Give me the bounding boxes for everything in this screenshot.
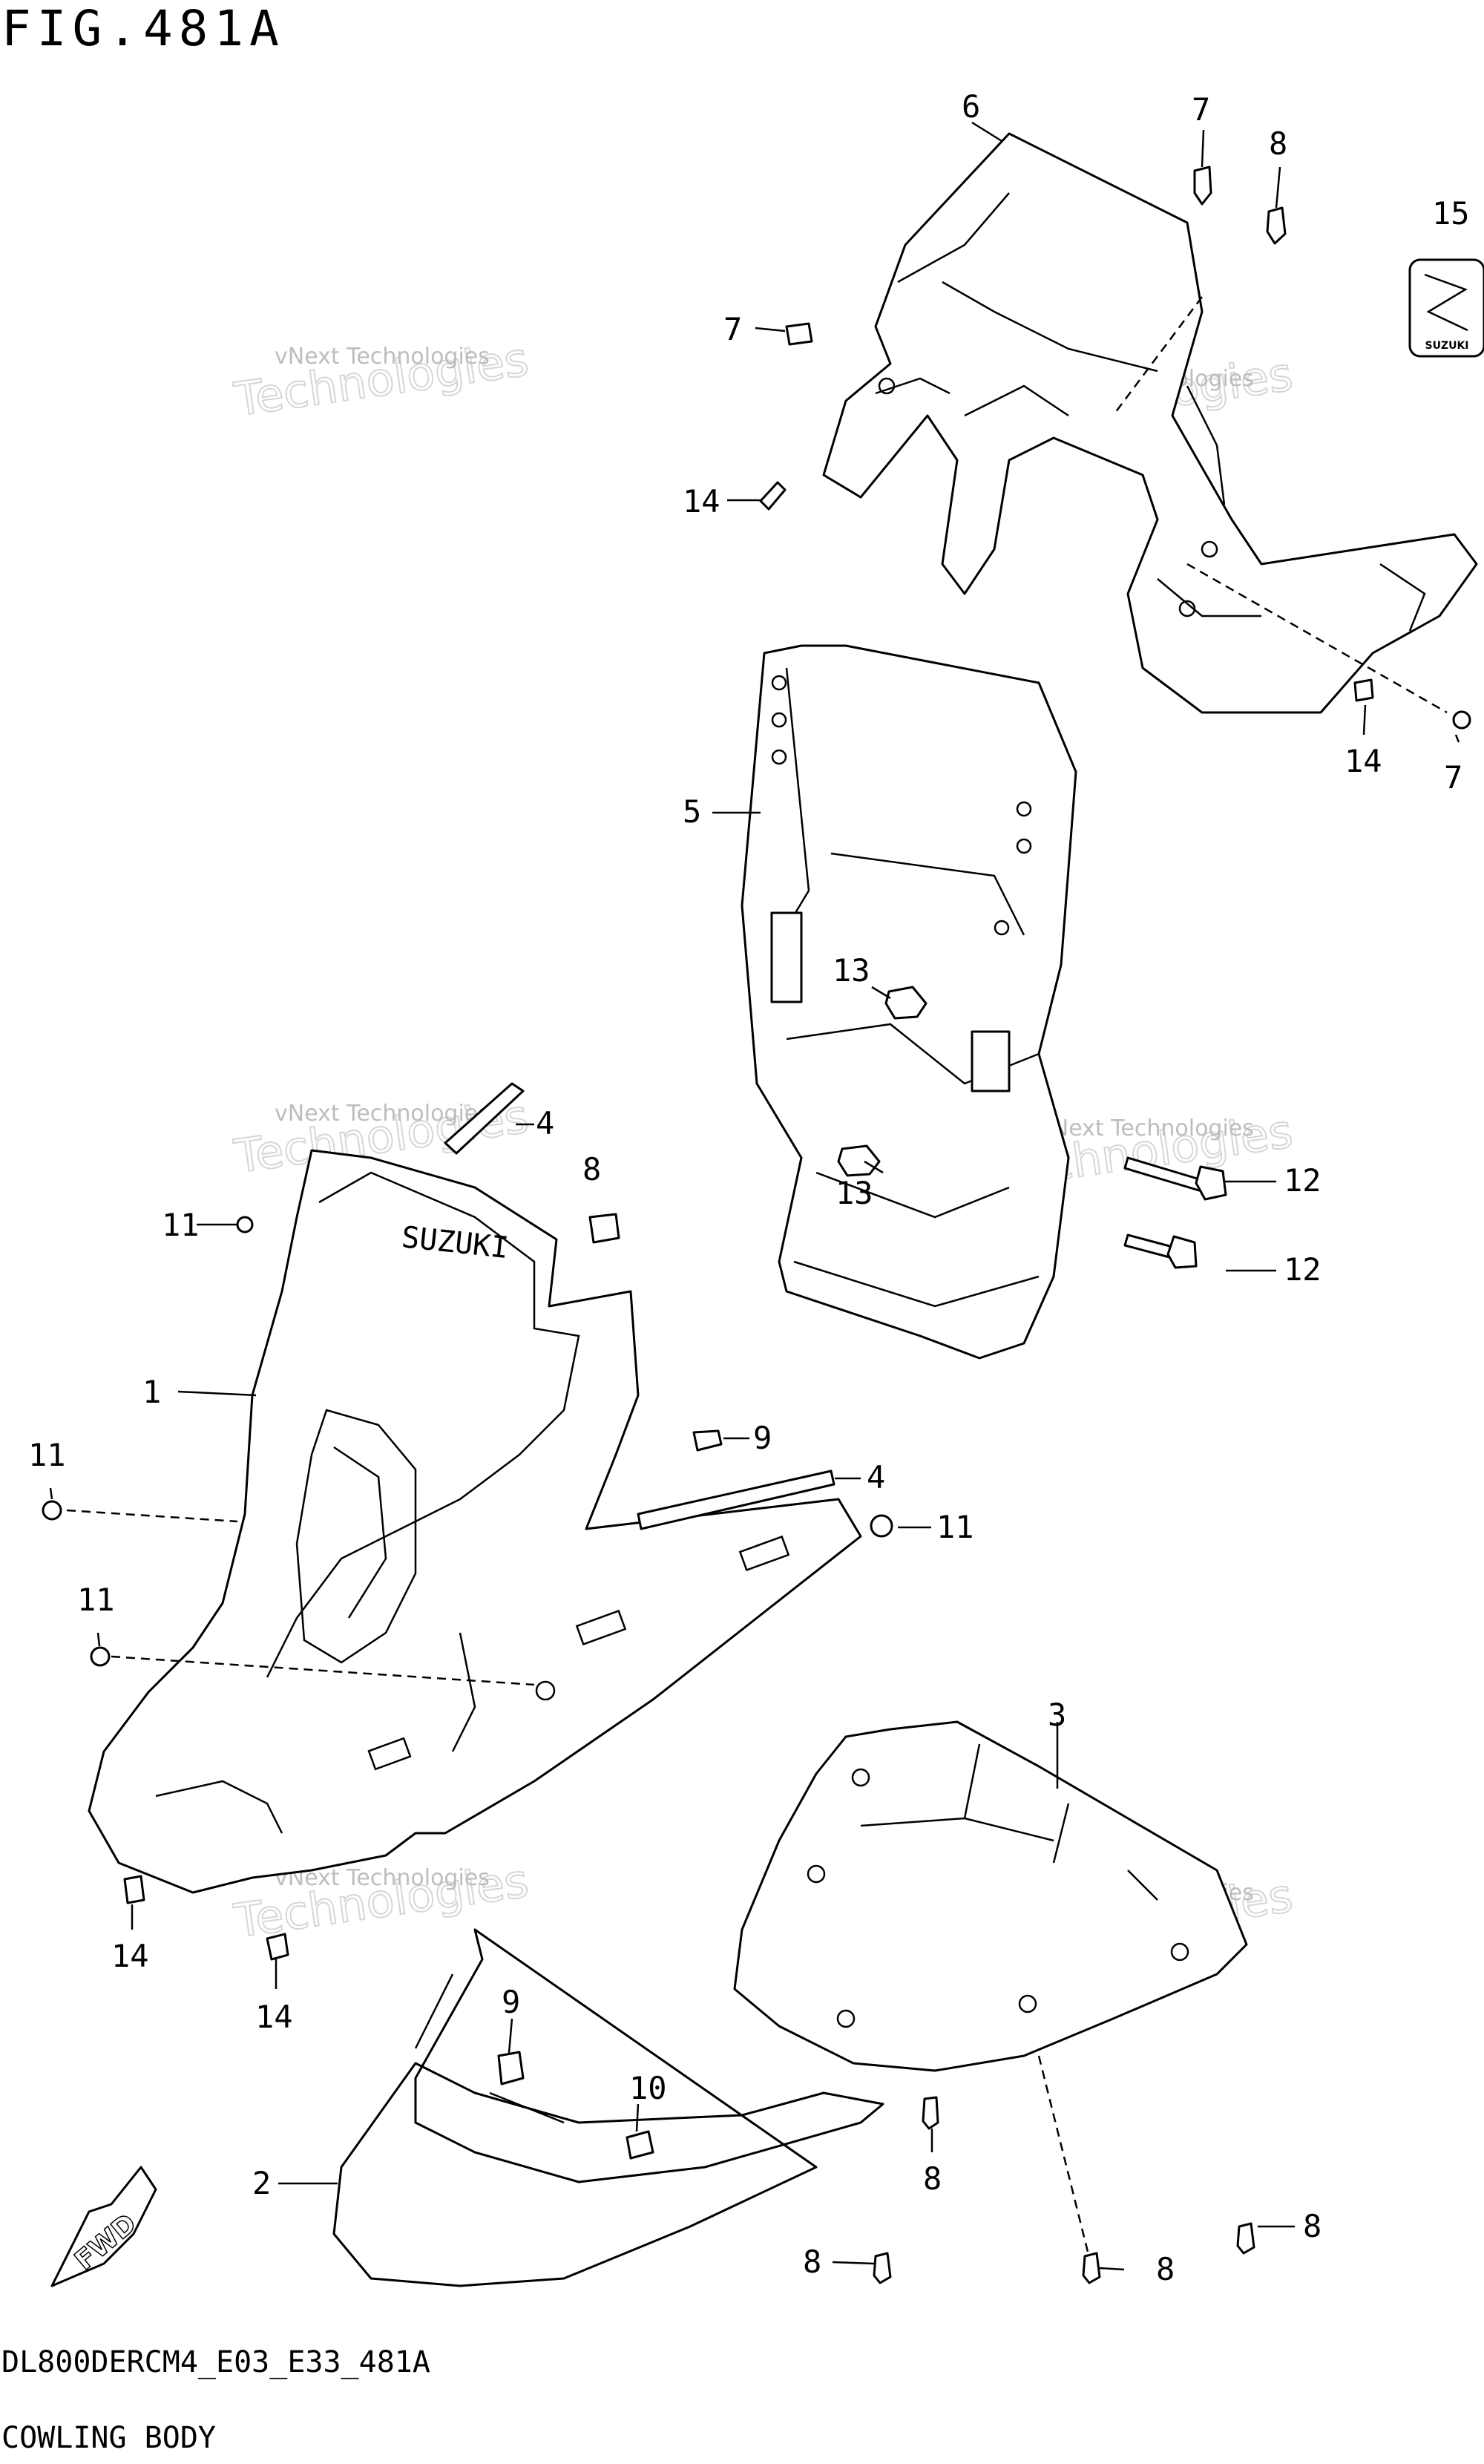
- callouts: 6 7 8 15 7 14 14 7 7 5 13 13 12 12 4 8 1…: [28, 88, 1470, 2287]
- callout-label: 5: [683, 793, 701, 830]
- callout-label: 9: [753, 1420, 772, 1456]
- part-11-fasteners: [42, 1216, 893, 1686]
- figure-title: FIG.481A: [1, 0, 285, 57]
- part-2-under-cowling: [332, 1928, 884, 2287]
- figure-caption: COWLING BODY: [1, 2421, 216, 2455]
- callout-label: 13: [833, 952, 870, 989]
- emblem-logo-text: SUZUKI: [1425, 340, 1468, 352]
- callout-label: 2: [252, 2165, 271, 2201]
- callout-label: 14: [1345, 743, 1382, 779]
- callout-label: 8: [1156, 2251, 1175, 2287]
- part-12-bolts: [1123, 1156, 1227, 1269]
- callout-label: 8: [923, 2160, 942, 2197]
- callout-label: 7: [723, 311, 742, 347]
- part-9-brackets: [497, 2051, 654, 2160]
- callout-label: 3: [1048, 1697, 1066, 1733]
- callout-label: 11: [162, 1207, 200, 1243]
- callout-label: 4: [867, 1459, 885, 1495]
- callout-label: 6: [962, 88, 980, 125]
- callout-label: 11: [28, 1437, 66, 1473]
- callout-label: 1: [142, 1374, 161, 1410]
- part-6-upper-bracket: [822, 132, 1478, 714]
- leader-lines: [49, 121, 1460, 2271]
- callout-label: 11: [77, 1582, 115, 1618]
- callout-label: 11: [936, 1509, 974, 1545]
- part-4-rubber-strips: [444, 1082, 835, 1530]
- callout-label: 4: [536, 1105, 554, 1141]
- part-15-suzuki-emblem: SUZUKI: [1408, 258, 1484, 358]
- callout-label: 8: [582, 1151, 601, 1187]
- callout-label: 7: [1192, 91, 1210, 128]
- callout-label: 10: [629, 2070, 667, 2106]
- part-8-rivets: [873, 166, 1287, 2284]
- callout-label: 12: [1284, 1251, 1322, 1288]
- drawing-code: DL800DERCM4_E03_E33_481A: [1, 2345, 430, 2379]
- part-14-clips: [123, 481, 1374, 1961]
- callout-label: 8: [1303, 2208, 1322, 2244]
- callout-label: 8: [1269, 125, 1287, 162]
- callout-label: 14: [255, 1999, 293, 2035]
- watermark-text: vNext Technologies: [275, 344, 490, 370]
- callout-label: 8: [803, 2244, 821, 2280]
- fwd-arrow-icon: FWD: [50, 2166, 157, 2287]
- part-3-lower-side-cowling: [733, 1720, 1248, 2264]
- part-13-nuts: [837, 986, 928, 1177]
- part-7-screws: [785, 322, 1471, 730]
- callout-label: 14: [683, 483, 720, 520]
- part-1-front-cowling: SUZUKI: [88, 1149, 862, 1894]
- callout-label: 15: [1432, 195, 1470, 232]
- callout-label: 14: [111, 1938, 149, 1974]
- part-10-clips: [588, 1213, 723, 1452]
- watermark-text: vNext Technologies: [275, 1101, 490, 1127]
- callout-label: 12: [1284, 1162, 1322, 1199]
- watermark-text: vNext Technologies: [1039, 1115, 1254, 1141]
- callout-label: 9: [502, 1984, 520, 2020]
- callout-label: 7: [1444, 759, 1462, 796]
- callout-label: 13: [835, 1175, 873, 1211]
